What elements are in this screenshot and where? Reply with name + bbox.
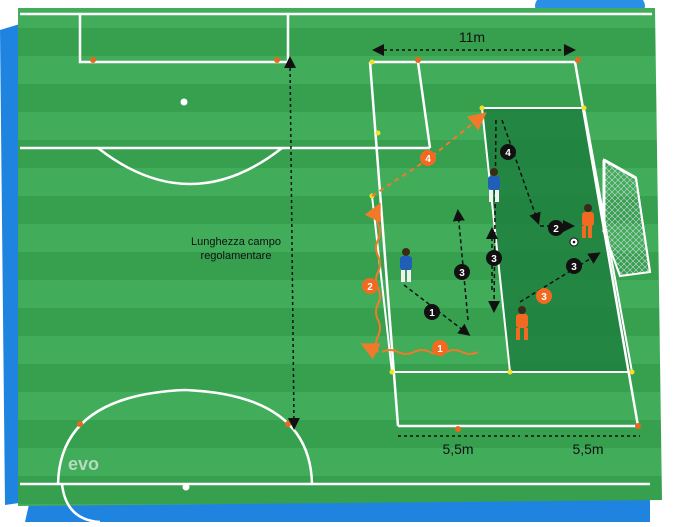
dimension-top-label: 11m: [459, 29, 485, 45]
orange-step-1: 1: [432, 340, 448, 356]
orange-step-2: 2: [362, 278, 378, 294]
orange-step-3: 3: [536, 288, 552, 304]
orange-step-4: 4: [420, 150, 436, 166]
black-step-3a: 3: [454, 264, 470, 280]
svg-text:3: 3: [491, 254, 497, 265]
svg-text:3: 3: [459, 268, 465, 279]
svg-text:4: 4: [425, 154, 431, 165]
svg-text:2: 2: [367, 282, 373, 293]
ball: [570, 238, 578, 246]
dimension-bottom-left-label: 5,5m: [442, 441, 473, 457]
black-step-3c: 3: [566, 258, 582, 274]
length-label-line1: Lunghezza campo: [191, 236, 281, 248]
svg-text:4: 4: [505, 148, 511, 159]
svg-text:2: 2: [553, 224, 559, 235]
watermark-logo: evo: [68, 454, 99, 474]
black-step-2: 2: [548, 220, 564, 236]
length-label-line2: regolamentare: [201, 250, 272, 262]
penalty-spot: [181, 99, 188, 106]
svg-text:3: 3: [541, 292, 547, 303]
svg-text:1: 1: [437, 344, 443, 355]
black-step-1: 1: [424, 304, 440, 320]
svg-text:1: 1: [429, 308, 435, 319]
svg-text:3: 3: [571, 262, 577, 273]
black-step-4: 4: [500, 144, 516, 160]
black-step-3b: 3: [486, 250, 502, 266]
dimension-bottom-right-label: 5,5m: [572, 441, 603, 457]
center-spot: [183, 484, 190, 491]
